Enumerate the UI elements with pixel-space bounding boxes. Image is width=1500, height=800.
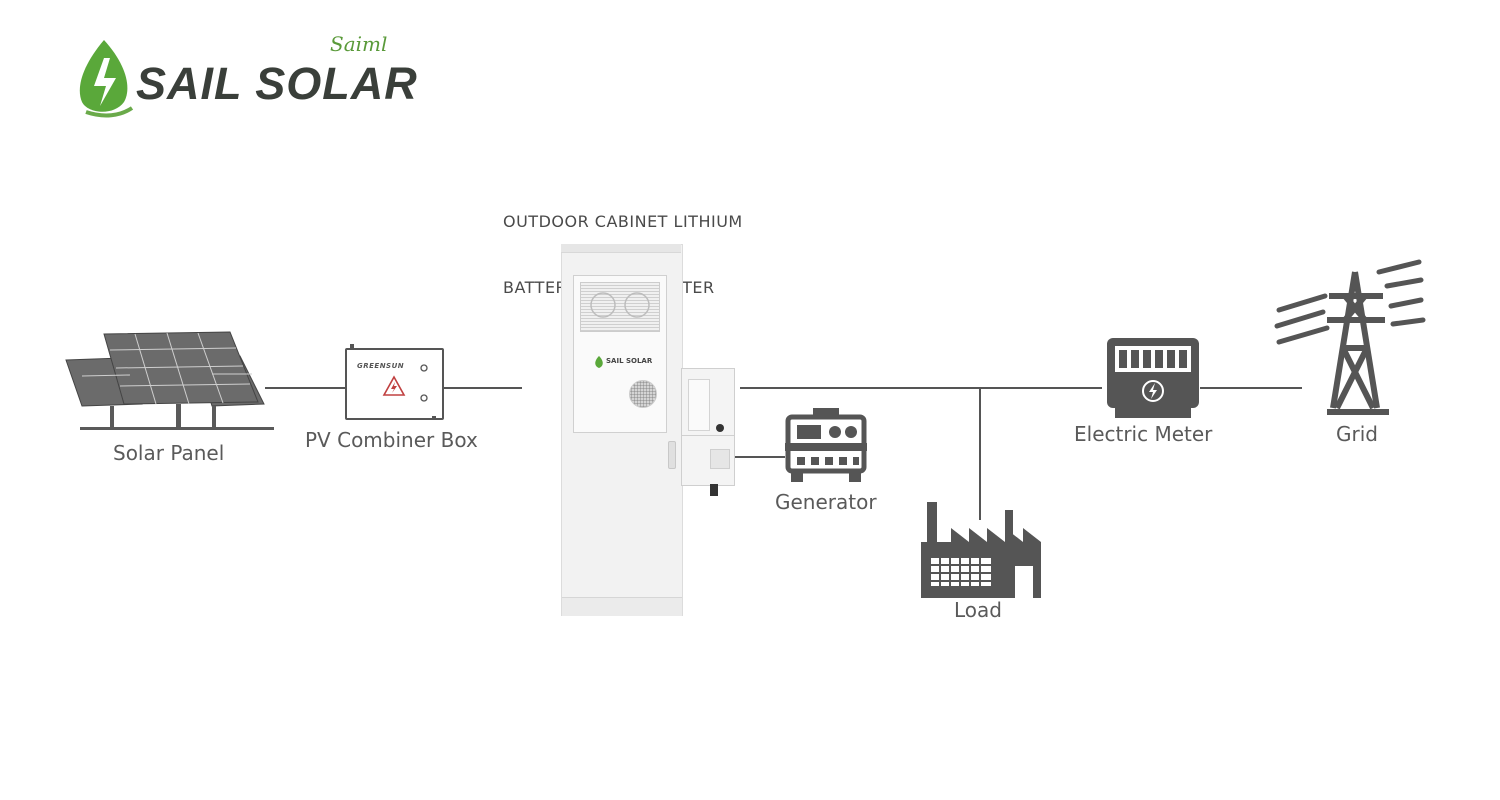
cabinet-base	[562, 597, 682, 616]
brand-script: Saiml	[330, 32, 388, 56]
vent-grille-bottom	[629, 380, 657, 408]
inverter-panel	[688, 379, 710, 431]
warning-bolt-icon	[382, 375, 406, 396]
inverter-unit	[681, 368, 735, 486]
inverter-port	[710, 449, 730, 469]
brand-logo	[74, 36, 414, 118]
combiner-mount-bottom	[432, 416, 436, 420]
solar-panel-icon	[65, 331, 274, 430]
electric-meter-label: Electric Meter	[1074, 422, 1213, 446]
fan-icon	[590, 292, 616, 318]
outdoor-cabinet: SAIL SOLAR	[561, 244, 683, 616]
cabinet-roof	[561, 244, 681, 253]
wire-meter-grid	[1200, 387, 1302, 389]
cabinet-door-handle[interactable]	[668, 441, 676, 469]
wire-panel-combiner	[265, 387, 345, 389]
solar-panel-label: Solar Panel	[113, 441, 225, 465]
latch-icon	[420, 394, 428, 402]
combiner-mount-top	[350, 344, 354, 348]
brand-name: SAIL SOLAR	[136, 58, 418, 109]
factory-icon	[921, 502, 1041, 598]
cabinet-ac-unit: SAIL SOLAR	[573, 275, 667, 433]
generator-label: Generator	[775, 490, 877, 514]
load-label: Load	[954, 598, 1002, 622]
inverter-divider	[682, 435, 734, 436]
inverter-knob-icon[interactable]	[715, 423, 725, 433]
cabinet-logo-icon	[595, 356, 603, 368]
wire-cabinet-bus	[740, 387, 1102, 389]
pv-combiner-box-label: PV Combiner Box	[305, 428, 478, 452]
electric-meter-icon	[1107, 338, 1199, 418]
generator-icon	[785, 408, 867, 482]
grid-label: Grid	[1336, 422, 1378, 446]
combiner-brand: GREENSUN	[357, 362, 405, 370]
wire-bus-load	[979, 387, 981, 520]
cabinet-logo-text: SAIL SOLAR	[606, 357, 653, 365]
pv-combiner-box: GREENSUN	[345, 348, 444, 420]
vent-grille-top	[580, 282, 660, 332]
inverter-foot	[710, 484, 718, 496]
leaf-bolt-icon	[79, 40, 134, 118]
fan-icon	[624, 292, 650, 318]
power-pylon-icon	[1274, 259, 1426, 415]
wire-cabinet-generator	[733, 456, 785, 458]
cabinet-title-line-1: OUTDOOR CABINET LITHIUM	[503, 212, 743, 231]
wire-combiner-cabinet	[440, 387, 522, 389]
latch-icon	[420, 364, 428, 372]
